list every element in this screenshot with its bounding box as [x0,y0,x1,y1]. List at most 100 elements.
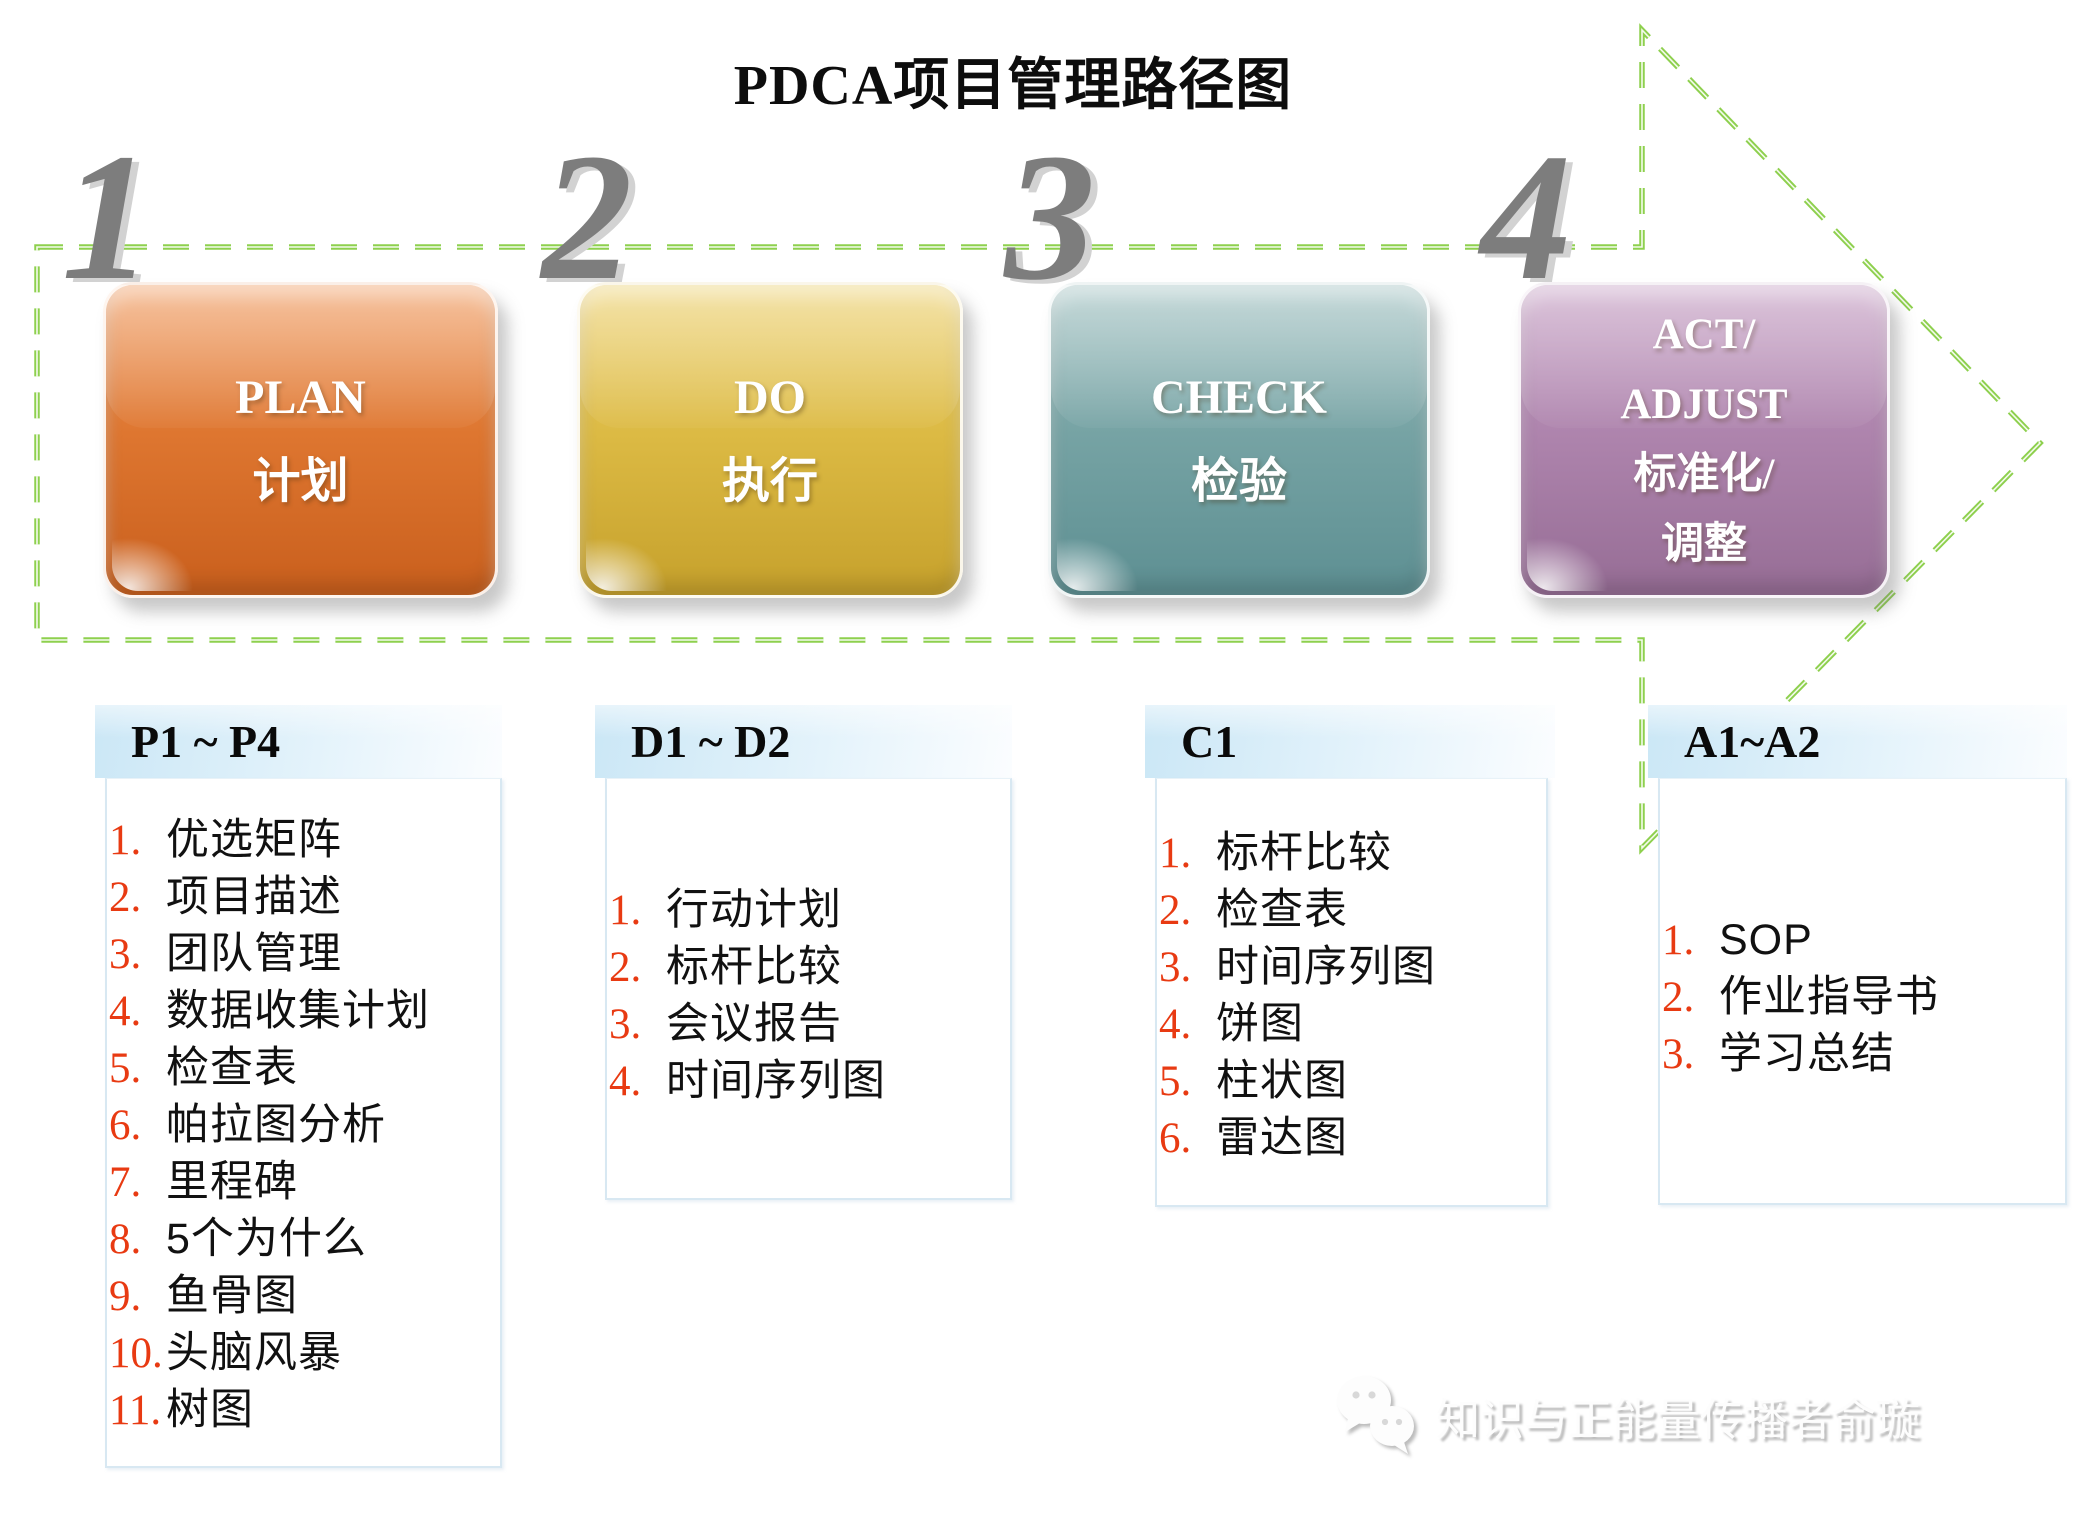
list-item: 2. 项目描述 [107,869,500,926]
item-number: 3. [1159,944,1192,991]
item-number: 4. [1159,1001,1192,1048]
panel-body-d1-d2: 1. 行动计划 2. 标杆比较 3. 会议报告 4. 时间序列图 [605,778,1012,1200]
item-text: 饼图 [1216,1000,1304,1048]
list-item: 4. 饼图 [1157,996,1546,1053]
item-number: 1. [609,887,642,934]
item-text: 标杆比较 [666,943,842,991]
item-number: 1. [1159,830,1192,877]
item-text: 帕拉图分析 [166,1101,386,1149]
item-number: 3. [109,931,142,978]
item-number: 7. [109,1159,142,1206]
panel-header-c1: C1 [1145,705,1555,778]
item-number: 4. [109,988,142,1035]
tool-list: 1. SOP 2. 作业指导书 3. 学习总结 [1660,779,2065,1083]
item-text: 时间序列图 [666,1057,886,1105]
list-item: 10.头脑风暴 [107,1325,500,1382]
item-text: 检查表 [1216,886,1348,934]
list-item: 6. 帕拉图分析 [107,1097,500,1154]
watermark-text: 知识与正能量传播者俞璇 [1436,1396,1920,1445]
item-number: 1. [1662,917,1695,964]
list-item: 3. 时间序列图 [1157,939,1546,996]
list-item: 11.树图 [107,1382,500,1439]
panel-body-a1-a2: 1. SOP 2. 作业指导书 3. 学习总结 [1658,778,2067,1205]
item-number: 5. [109,1045,142,1092]
list-item: 1. 优选矩阵 [107,812,500,869]
item-text: 标杆比较 [1216,829,1392,877]
list-item: 3. 团队管理 [107,926,500,983]
tool-list: 1. 优选矩阵 2. 项目描述 3. 团队管理 4. 数据收集计划 5. 检查表 6. 帕拉图分析 7.… [107,779,500,1439]
item-text: 5个为什么 [166,1215,367,1263]
list-item: 4. 时间序列图 [607,1053,1010,1110]
list-item: 5. 柱状图 [1157,1053,1546,1110]
item-number: 6. [109,1102,142,1149]
step-box-label: DO [734,371,806,424]
arrow-dash-highlight [36,28,2042,850]
item-number: 10. [109,1330,163,1377]
item-text: 行动计划 [666,886,842,934]
step-box-label: 计划 [252,455,349,508]
list-item: 3. 学习总结 [1660,1026,2065,1083]
item-number: 4. [609,1058,642,1105]
step-box-do: DO 执行 [577,282,963,598]
item-number: 2. [109,874,142,921]
list-item: 4. 数据收集计划 [107,983,500,1040]
item-text: 项目描述 [166,873,342,921]
list-item: 2. 作业指导书 [1660,969,2065,1026]
item-number: 5. [1159,1058,1192,1105]
item-text: 鱼骨图 [166,1272,298,1320]
item-number: 6. [1159,1115,1192,1162]
item-text: 会议报告 [666,1000,842,1048]
item-number: 9. [109,1273,142,1320]
list-item: 6. 雷达图 [1157,1110,1546,1167]
watermark: 知识与正能量传播者俞璇 [1330,1372,1920,1460]
step-box-plan: PLAN 计划 [103,282,498,598]
list-item: 8.5个为什么 [107,1211,500,1268]
list-item: 2. 检查表 [1157,882,1546,939]
item-text: 里程碑 [166,1158,298,1206]
item-text: 学习总结 [1719,1030,1895,1078]
item-text: 团队管理 [166,930,342,978]
step-box-label: 执行 [721,455,818,508]
item-text: 雷达图 [1216,1114,1348,1162]
panel-header-a1-a2: A1~A2 [1648,705,2067,778]
item-text: 作业指导书 [1719,973,1939,1021]
item-text: 时间序列图 [1216,943,1436,991]
list-item: 5. 检查表 [107,1040,500,1097]
list-item: 9. 鱼骨图 [107,1268,500,1325]
step-box-label: 调整 [1661,521,1747,568]
item-text: 数据收集计划 [166,987,430,1035]
diagram-title: PDCA项目管理路径图 [733,55,1293,117]
tool-list: 1. 行动计划 2. 标杆比较 3. 会议报告 4. 时间序列图 [607,779,1010,1110]
item-number: 11. [109,1387,162,1434]
item-text: 头脑风暴 [166,1329,342,1377]
item-text: 优选矩阵 [166,816,342,864]
item-number: 2. [1159,887,1192,934]
step-box-act: ACT/ADJUST 标准化/调整 [1518,282,1890,598]
item-number: 3. [609,1001,642,1048]
step-box-label: PLAN [235,371,366,424]
tool-list: 1. 标杆比较 2. 检查表 3. 时间序列图 4. 饼图 5. 柱状图 6. 雷达图 [1157,779,1546,1167]
item-number: 2. [609,944,642,991]
item-text: 检查表 [166,1044,298,1092]
wechat-icon [1337,1376,1414,1454]
step-box-label: ACT/ [1652,311,1756,358]
item-text: 柱状图 [1216,1057,1348,1105]
panel-header-d1-d2: D1 ~ D2 [595,705,1012,778]
list-item: 1. 标杆比较 [1157,825,1546,882]
item-text: SOP [1719,916,1813,964]
step-box-label: 检验 [1190,455,1287,508]
item-number: 2. [1662,974,1695,1021]
list-item: 7. 里程碑 [107,1154,500,1211]
step-box-label: 标准化/ [1633,451,1775,498]
item-number: 3. [1662,1031,1695,1078]
panel-header-p1-p4: P1 ~ P4 [95,705,502,778]
item-text: 树图 [166,1386,254,1434]
list-item: 2. 标杆比较 [607,939,1010,996]
panel-body-p1-p4: 1. 优选矩阵 2. 项目描述 3. 团队管理 4. 数据收集计划 5. 检查表 6. 帕拉图分析 7.… [105,778,502,1468]
list-item: 1. SOP [1660,912,2065,969]
item-number: 1. [109,817,142,864]
step-box-label: ADJUST [1620,381,1788,428]
